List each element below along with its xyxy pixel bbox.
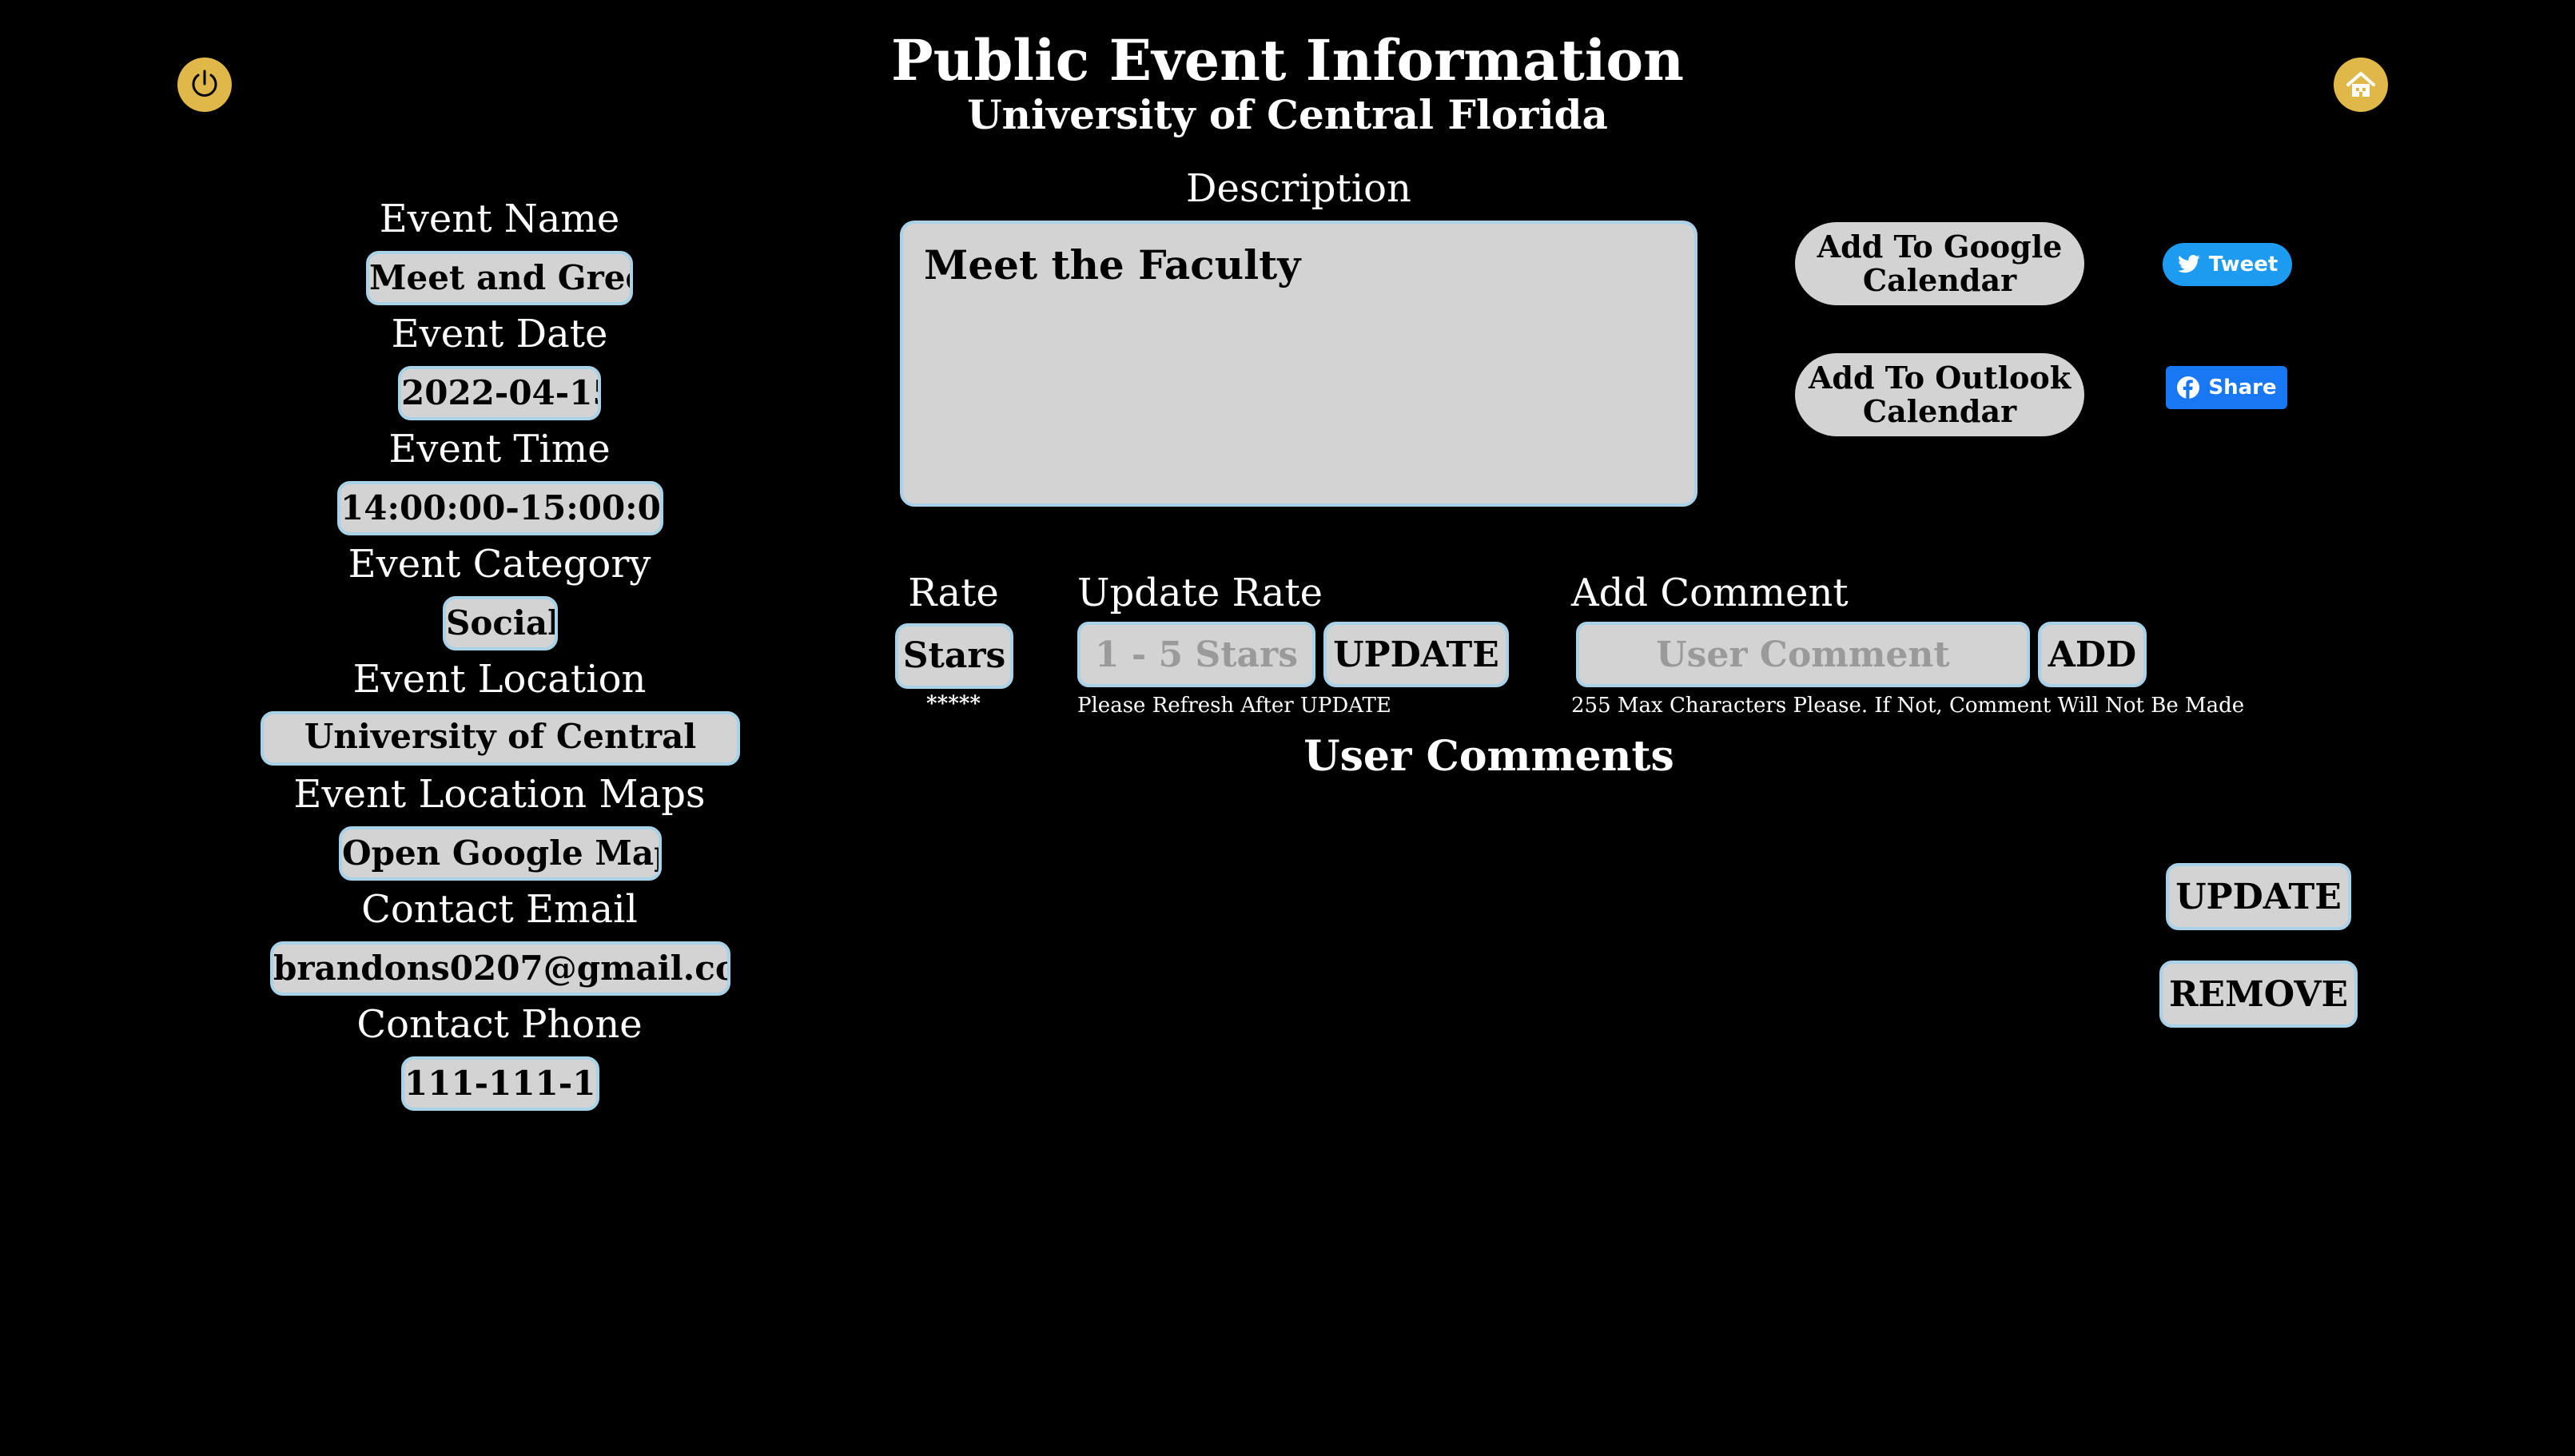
update-comment-button[interactable]: UPDATE [2166,863,2351,930]
event-date-label: Event Date [391,312,608,356]
update-rate-label: Update Rate [1077,571,1323,615]
power-icon-glyph [192,70,217,97]
contact-phone-label: Contact Phone [356,1002,643,1047]
rate-label: Rate [908,571,999,615]
tweet-button[interactable]: Tweet [2163,243,2292,286]
page-title: Public Event Information [890,27,1685,93]
comment-note: 255 Max Characters Please. If Not, Comme… [1571,694,2245,718]
event-category-value: Social [443,596,558,650]
comment-input[interactable] [1576,622,2030,687]
event-date-value: 2022-04-15 [398,366,601,420]
event-location-label: Event Location [352,657,647,702]
contact-email-label: Contact Email [361,887,638,932]
facebook-icon [2177,376,2200,399]
event-location-value: University of Central Florida [261,711,740,766]
rating-stars-text: ***** [926,692,981,716]
event-category-label: Event Category [348,542,651,587]
event-location-maps-label: Event Location Maps [293,772,706,817]
event-name-value: Meet and Greet [366,251,633,305]
add-to-outlook-calendar-button[interactable]: Add To Outlook Calendar [1795,353,2084,436]
event-name-label: Event Name [379,197,620,241]
page-subtitle: University of Central Florida [967,91,1608,138]
rating-value: Stars [895,623,1013,689]
power-icon[interactable] [177,58,232,112]
user-comments-title: User Comments [1303,732,1674,781]
share-label: Share [2208,376,2277,400]
add-comment-label: Add Comment [1571,571,1849,615]
open-google-maps-button[interactable]: Open Google Maps [339,826,662,881]
home-icon[interactable] [2334,58,2388,112]
description-box: Meet the Faculty [900,221,1697,507]
facebook-share-button[interactable]: Share [2166,366,2287,409]
add-comment-button[interactable]: ADD [2038,622,2147,687]
tweet-label: Tweet [2208,253,2278,276]
add-to-google-calendar-button[interactable]: Add To Google Calendar [1795,222,2084,305]
contact-phone-value: 111-111-1111 [401,1056,599,1111]
home-icon-glyph [2346,72,2375,97]
twitter-bird-icon [2177,255,2200,273]
contact-email-value: brandons0207@gmail.com [270,941,730,996]
update-rate-button[interactable]: UPDATE [1323,622,1509,687]
event-time-value: 14:00:00-15:00:00 [337,481,663,535]
rate-input[interactable] [1077,622,1315,687]
remove-comment-button[interactable]: REMOVE [2159,961,2358,1028]
event-time-label: Event Time [388,427,611,471]
update-rate-note: Please Refresh After UPDATE [1077,694,1391,718]
description-label: Description [1186,166,1411,211]
